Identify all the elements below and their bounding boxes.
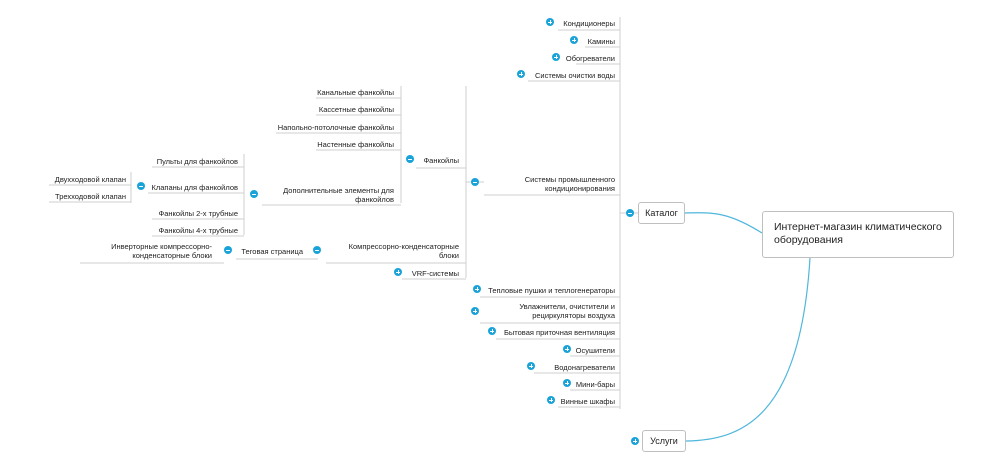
fancoil-channel[interactable]: Канальные фанкойлы (317, 88, 394, 97)
catalog-item-wine-cabinets[interactable]: Винные шкафы (560, 397, 615, 406)
catalog-item-industrial-ac[interactable]: Системы промышленного кондиционирования (525, 175, 615, 193)
collapse-icon[interactable] (137, 182, 145, 190)
humidifiers-line1: Увлажнители, очистители и (519, 302, 615, 311)
collapse-icon[interactable] (406, 155, 414, 163)
tag-page-node[interactable]: Теговая страница (241, 247, 303, 256)
root-node[interactable]: Интернет-магазин климатического оборудов… (762, 211, 954, 258)
catalog-item-heaters[interactable]: Обогреватели (565, 54, 615, 63)
expand-icon[interactable] (546, 18, 554, 26)
services-node[interactable]: Услуги (642, 430, 686, 452)
inverter-line1: Инверторные компрессорно- (111, 242, 212, 251)
catalog-item-dehumidifiers[interactable]: Осушители (575, 346, 615, 355)
four-pipe-node[interactable]: Фанкойлы 4-х трубные (158, 226, 238, 235)
fancoil-additional-elements[interactable]: Дополнительные элементы для фанкойлов (283, 186, 394, 204)
additional-line1: Дополнительные элементы для (283, 186, 394, 195)
expand-icon[interactable] (473, 285, 481, 293)
root-title-line1: Интернет-магазин климатического (774, 221, 942, 233)
expand-icon[interactable] (488, 327, 496, 335)
expand-icon[interactable] (547, 396, 555, 404)
catalog-item-fireplaces[interactable]: Камины (587, 37, 615, 46)
vrf-node[interactable]: VRF-системы (411, 269, 459, 278)
expand-icon[interactable] (563, 379, 571, 387)
collapse-icon[interactable] (626, 209, 634, 217)
catalog-item-conditioners[interactable]: Кондиционеры (563, 19, 615, 28)
catalog-item-minibars[interactable]: Мини-бары (575, 380, 615, 389)
catalog-item-humidifiers[interactable]: Увлажнители, очистители и рециркуляторы … (519, 302, 615, 320)
industrial-ac-line2: кондиционирования (544, 184, 615, 193)
catalog-item-heat-guns[interactable]: Тепловые пушки и теплогенераторы (488, 286, 615, 295)
inverter-units-node[interactable]: Инверторные компрессорно- конденсаторные… (111, 242, 212, 260)
compressor-line1: Компрессорно-конденсаторные (348, 242, 459, 251)
expand-icon[interactable] (394, 268, 402, 276)
catalog-node[interactable]: Каталог (638, 202, 685, 224)
two-pipe-node[interactable]: Фанкойлы 2-х трубные (158, 209, 238, 218)
fancoils-node[interactable]: Фанкойлы (423, 156, 459, 165)
compressor-units-node[interactable]: Компрессорно-конденсаторные блоки (349, 242, 459, 260)
expand-icon[interactable] (471, 307, 479, 315)
expand-icon[interactable] (527, 362, 535, 370)
remotes-node[interactable]: Пульты для фанкойлов (156, 157, 238, 166)
inverter-line2: конденсаторные блоки (132, 251, 212, 260)
catalog-item-water-purification[interactable]: Системы очистки воды (534, 71, 615, 80)
valves-node[interactable]: Клапаны для фанкойлов (151, 183, 239, 192)
fancoil-wall[interactable]: Настенные фанкойлы (317, 140, 394, 149)
collapse-icon[interactable] (250, 190, 258, 198)
expand-icon[interactable] (552, 53, 560, 61)
additional-line2: фанкойлов (355, 195, 394, 204)
collapse-icon[interactable] (224, 246, 232, 254)
expand-icon[interactable] (563, 345, 571, 353)
humidifiers-line2: рециркуляторы воздуха (532, 311, 615, 320)
two-way-valve-node[interactable]: Двухходовой клапан (54, 175, 126, 184)
compressor-line2: блоки (438, 251, 459, 260)
collapse-icon[interactable] (313, 246, 321, 254)
catalog-item-ventilation[interactable]: Бытовая приточная вентиляция (503, 328, 615, 337)
industrial-ac-line1: Системы промышленного (524, 175, 615, 184)
three-way-valve-node[interactable]: Трехходовой клапан (55, 192, 126, 201)
root-title-line2: оборудования (774, 234, 843, 246)
fancoil-cassette[interactable]: Кассетные фанкойлы (318, 105, 394, 114)
collapse-icon[interactable] (471, 178, 479, 186)
expand-icon[interactable] (631, 437, 639, 445)
expand-icon[interactable] (570, 36, 578, 44)
fancoil-floor-ceiling[interactable]: Напольно-потолочные фанкойлы (277, 123, 394, 132)
expand-icon[interactable] (517, 70, 525, 78)
catalog-item-water-heaters[interactable]: Водонагреватели (554, 363, 615, 372)
